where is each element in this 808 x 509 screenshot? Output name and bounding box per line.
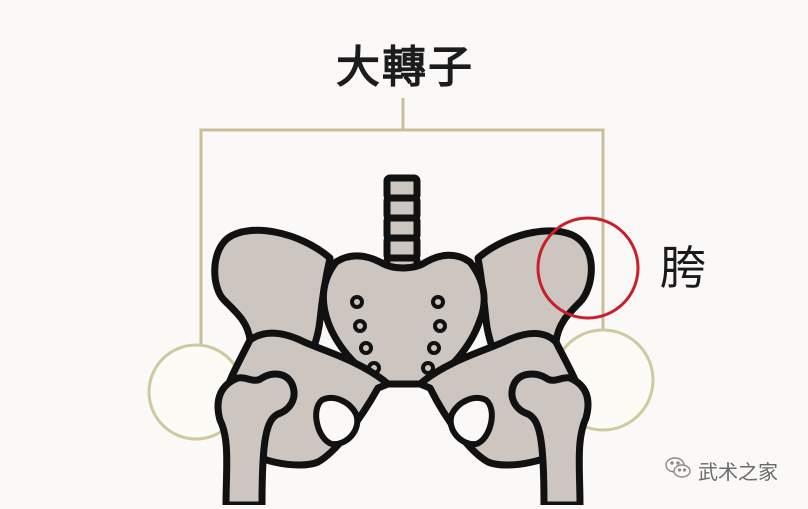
greater-trochanter-label: 大轉子 [336,42,474,93]
hip-highlight-circle [536,216,640,320]
bones [211,174,595,509]
wechat-icon [664,456,692,485]
watermark-text: 武术之家 [698,460,778,484]
right-femur [508,370,592,509]
left-femur [214,370,298,509]
obturator-foramina [313,394,495,448]
hip-label: 胯 [660,241,706,295]
bracket-lines [199,98,605,345]
spine [383,174,421,276]
watermark: 武术之家 [664,456,778,485]
sacral-foramina [350,295,447,375]
